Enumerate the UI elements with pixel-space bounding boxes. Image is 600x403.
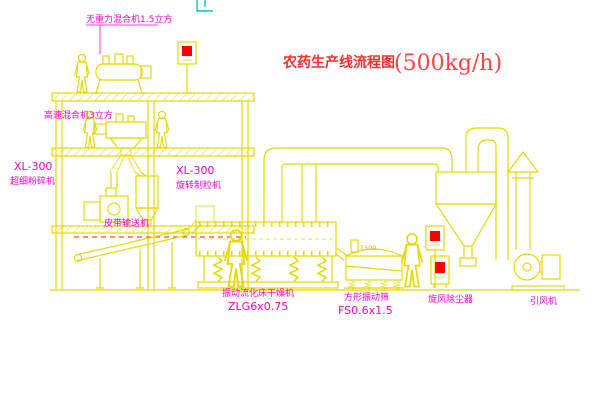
fan-label: 引风机	[530, 295, 557, 307]
screen-dim-label: 1500	[360, 244, 377, 252]
granulator-label: 旋转制粒机	[176, 179, 221, 191]
pulverizer-unit	[83, 171, 160, 226]
spring	[251, 256, 261, 283]
drawing-title: 农药生产线流程图	[282, 54, 395, 71]
cyclone-label: 旋风除尘器	[428, 293, 473, 305]
dryer-label: 振动流化床干燥机	[222, 287, 294, 299]
screen-label: 方形振动筛	[344, 291, 389, 303]
rain-cap	[506, 151, 540, 173]
pulverizer-label: 超细粉碎机	[10, 175, 55, 187]
control-panel-3	[430, 255, 450, 288]
draft-fan	[511, 253, 565, 291]
control-panel-2	[425, 225, 445, 288]
high-speed-mixer	[93, 113, 147, 149]
vent-stack	[506, 151, 540, 250]
person-figure	[73, 53, 91, 93]
person-figure	[223, 229, 249, 288]
gravity-mixer	[94, 53, 152, 94]
y-chute	[109, 147, 142, 173]
belt-conveyor-label: 皮带输送机	[104, 217, 149, 229]
border-mark-icon	[196, 0, 213, 12]
xl300-right-label: XL-300	[176, 164, 214, 177]
spring	[317, 256, 327, 283]
dryer-model-label: ZLG6x0.75	[228, 300, 288, 313]
spring	[289, 256, 299, 283]
cyclone-exhaust-pipe	[465, 127, 509, 260]
gravity-mixer-label: 无重力混合机1.5立方	[86, 13, 172, 25]
belt-conveyor	[73, 227, 191, 289]
screen-model-label: FS0.6x1.5	[338, 304, 393, 317]
person-figure	[154, 110, 170, 148]
person-figure	[400, 233, 424, 288]
cyclone-separator	[434, 171, 498, 267]
fluid-bed-dryer	[195, 221, 339, 289]
xl300-left-label: XL-300	[14, 160, 52, 173]
gravity-mixer-leader	[86, 24, 158, 54]
exhaust-duct	[263, 147, 453, 222]
drawing-capacity: (500kg/h)	[394, 51, 502, 76]
spring	[213, 256, 223, 283]
high-speed-mixer-label: 高速混合机3立方	[44, 109, 113, 121]
vibrating-screen	[335, 239, 404, 290]
control-panel-1	[177, 41, 197, 94]
building-frame	[51, 92, 255, 290]
